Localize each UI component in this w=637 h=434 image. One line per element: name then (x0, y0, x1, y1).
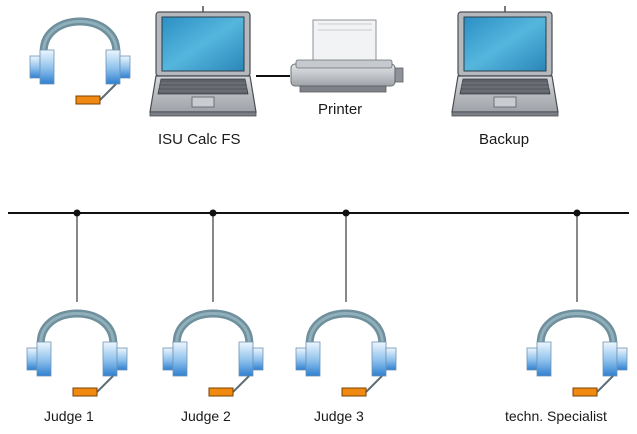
laptop-icon-isu-calc (149, 5, 257, 117)
headset-label-techn-specialist: techn. Specialist (505, 408, 607, 424)
headset-icon-judge-1 (27, 314, 127, 397)
headset-icon-techn-specialist (527, 314, 627, 397)
headset-label-judge-1: Judge 1 (44, 408, 94, 424)
headset-label-judge-2: Judge 2 (181, 408, 231, 424)
bus-drop-techn-specialist (573, 209, 581, 302)
bus-drop-judge-2 (209, 209, 217, 302)
bus-drop-judge-1 (73, 209, 81, 302)
headset-label-judge-3: Judge 3 (314, 408, 364, 424)
bus-drop-judge-3 (342, 209, 350, 302)
printer-label: Printer (318, 101, 363, 118)
printer-icon (290, 19, 404, 93)
headset-icon-isu-calc (30, 22, 130, 105)
headset-icon-judge-2 (163, 314, 263, 397)
headset-icon-judge-3 (296, 314, 396, 397)
laptop-icon-backup (451, 5, 559, 117)
isu-calc-label: ISU Calc FS (158, 131, 241, 148)
backup-label: Backup (479, 131, 530, 148)
